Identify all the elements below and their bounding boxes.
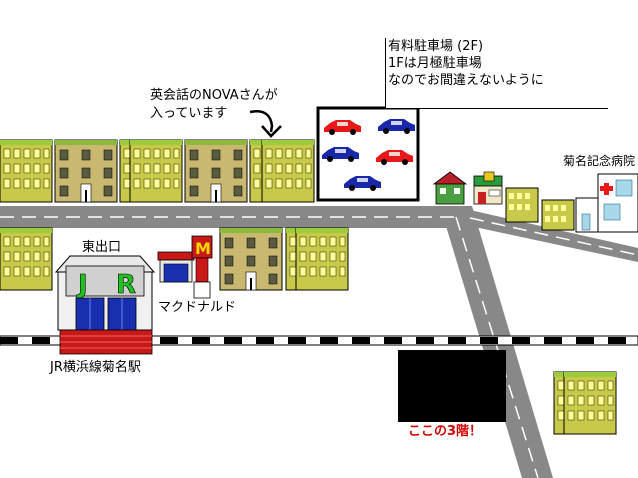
building-top-1 (0, 139, 53, 203)
building-bottom-right (553, 371, 617, 435)
road-main (0, 206, 470, 228)
hospital-label: 菊名記念病院 (563, 154, 636, 168)
parking-line-3: なのでお間違えないように (388, 73, 544, 88)
hospital-building (575, 173, 638, 233)
curved-arrow-icon (249, 110, 282, 138)
station-label: JR横浜線菊名駅 (50, 360, 141, 375)
parking-line-2: 1Fは月極駐車場 (388, 56, 482, 71)
mcdonalds-label: マクドナルド (158, 300, 237, 315)
building-small-1 (505, 187, 539, 223)
building-top-4 (184, 139, 248, 203)
parking-callout: 有料駐車場 (2F) 1Fは月極駐車場 なのでお間違えないように (385, 38, 608, 109)
bookstore-icon (473, 171, 503, 205)
nova-note-line-2: 入っています (150, 106, 228, 121)
jr-station: J R (54, 255, 156, 355)
building-low-right (285, 227, 349, 291)
destination-label: ここの3階！ (408, 424, 483, 439)
mcdonalds-building: M (157, 235, 213, 299)
parking-lot (316, 106, 420, 202)
building-top-nova (249, 139, 315, 203)
target-building (398, 350, 506, 422)
svg-text:J: J (76, 270, 88, 300)
house-icon (432, 171, 468, 205)
building-small-2 (541, 199, 575, 231)
building-low-left (0, 227, 53, 291)
building-low-mid (219, 227, 283, 291)
parking-line-1: 有料駐車場 (2F) (388, 39, 484, 54)
east-exit-label: 東出口 (82, 240, 122, 255)
building-top-2 (54, 139, 118, 203)
building-top-3 (119, 139, 183, 203)
road-branch-right (470, 210, 638, 262)
nova-note-line-1: 英会話のNOVAさんが (150, 88, 278, 103)
svg-text:R: R (116, 270, 136, 300)
svg-text:M: M (195, 239, 211, 258)
